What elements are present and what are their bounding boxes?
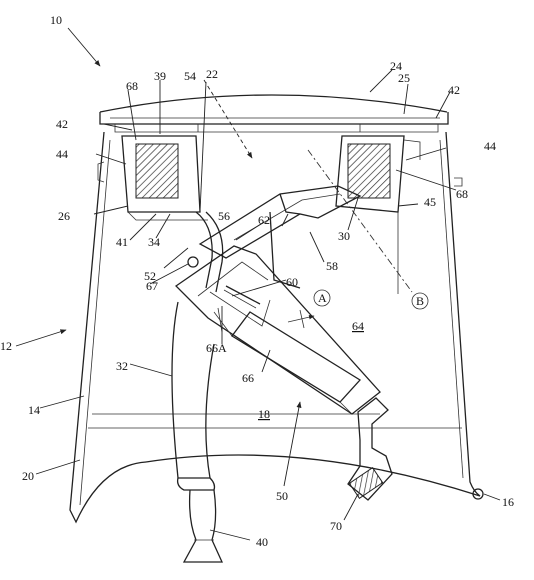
label-circle-a: A <box>318 291 327 305</box>
label-67: 67 <box>146 279 158 293</box>
lid <box>99 94 449 133</box>
label-70: 70 <box>330 519 342 533</box>
arrow-52 <box>163 247 189 269</box>
label-56: 56 <box>218 209 230 223</box>
label-50: 50 <box>276 489 288 503</box>
label-52: 52 <box>144 269 156 283</box>
label-39: 39 <box>154 69 166 83</box>
reference-numerals: 10 12 14 16 18 20 22 24 25 26 30 32 34 3… <box>0 13 514 549</box>
section-line <box>307 149 413 293</box>
label-44-left: 44 <box>56 147 68 161</box>
label-64: 64 <box>352 319 364 333</box>
label-25: 25 <box>398 71 410 85</box>
label-32: 32 <box>116 359 128 373</box>
label-66: 66 <box>242 371 254 385</box>
label-10: 10 <box>50 13 62 27</box>
label-66a: 66A <box>206 341 227 355</box>
label-30: 30 <box>338 229 350 243</box>
label-26: 26 <box>58 209 70 223</box>
bag-and-tube <box>171 211 224 563</box>
circle-b <box>411 292 429 310</box>
label-20: 20 <box>22 469 34 483</box>
label-42-left: 42 <box>56 117 68 131</box>
label-68-left: 68 <box>126 79 138 93</box>
label-24: 24 <box>390 59 402 73</box>
housing-body <box>69 131 484 524</box>
diagonal-tube <box>174 245 381 415</box>
label-44-right: 44 <box>484 139 496 153</box>
label-40: 40 <box>256 535 268 549</box>
label-22: 22 <box>206 67 218 81</box>
left-gasket <box>121 135 208 221</box>
label-34: 34 <box>148 235 160 249</box>
clip-70 <box>347 397 393 501</box>
label-60: 60 <box>286 275 298 289</box>
label-circle-b: B <box>416 294 424 308</box>
arrow-10 <box>67 27 101 67</box>
label-14: 14 <box>28 403 40 417</box>
label-41: 41 <box>116 235 128 249</box>
label-54: 54 <box>184 69 196 83</box>
direction-arrows <box>287 314 315 323</box>
label-18: 18 <box>258 407 270 421</box>
label-16: 16 <box>502 495 514 509</box>
label-42-right: 42 <box>448 83 460 97</box>
arrow-22 <box>203 79 253 159</box>
circle-a <box>313 289 331 307</box>
leader-lines <box>35 69 501 541</box>
arrow-12 <box>15 329 67 347</box>
arrow-50 <box>283 401 302 487</box>
right-gasket <box>335 135 421 294</box>
label-12: 12 <box>0 339 12 353</box>
label-58: 58 <box>326 259 338 273</box>
label-62: 62 <box>258 213 270 227</box>
label-68-right: 68 <box>456 187 468 201</box>
label-45: 45 <box>424 195 436 209</box>
